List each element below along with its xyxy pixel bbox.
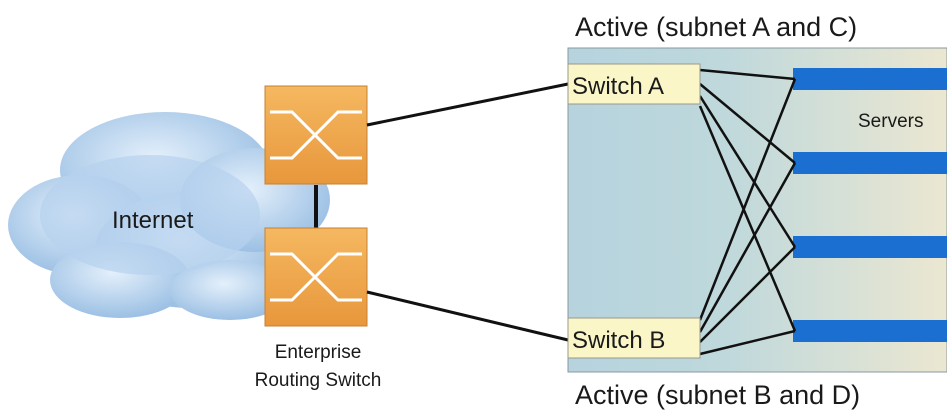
server-bar-3[interactable] (793, 236, 947, 258)
server-bar-4[interactable] (793, 320, 947, 342)
internet-cloud (8, 112, 330, 320)
switch-b[interactable]: Switch B (567, 317, 701, 359)
crossed-arrows-switch-icon (270, 252, 362, 302)
uplink-switch-b (366, 290, 569, 342)
enterprise-label-line2: Routing Switch (255, 370, 382, 391)
mesh-links-switch-b (698, 78, 797, 356)
crossed-arrows-switch-icon (270, 110, 362, 160)
servers-label: Servers (858, 111, 923, 132)
routing-switch-top[interactable] (264, 85, 368, 185)
routing-switch-bottom[interactable] (264, 227, 368, 327)
internet-label: Internet (112, 207, 194, 234)
active-top-label: Active (subnet A and C) (575, 12, 857, 42)
switch-b-label: Switch B (572, 327, 665, 354)
switch-a[interactable]: Switch A (567, 63, 701, 105)
mesh-links-switch-a (698, 68, 797, 332)
uplink-switch-a (366, 82, 569, 127)
server-bar-2[interactable] (793, 152, 947, 174)
switch-a-label: Switch A (572, 73, 664, 100)
active-bottom-label: Active (subnet B and D) (575, 380, 860, 410)
server-bar-1[interactable] (793, 68, 947, 90)
enterprise-label-line1: Enterprise (275, 342, 362, 363)
